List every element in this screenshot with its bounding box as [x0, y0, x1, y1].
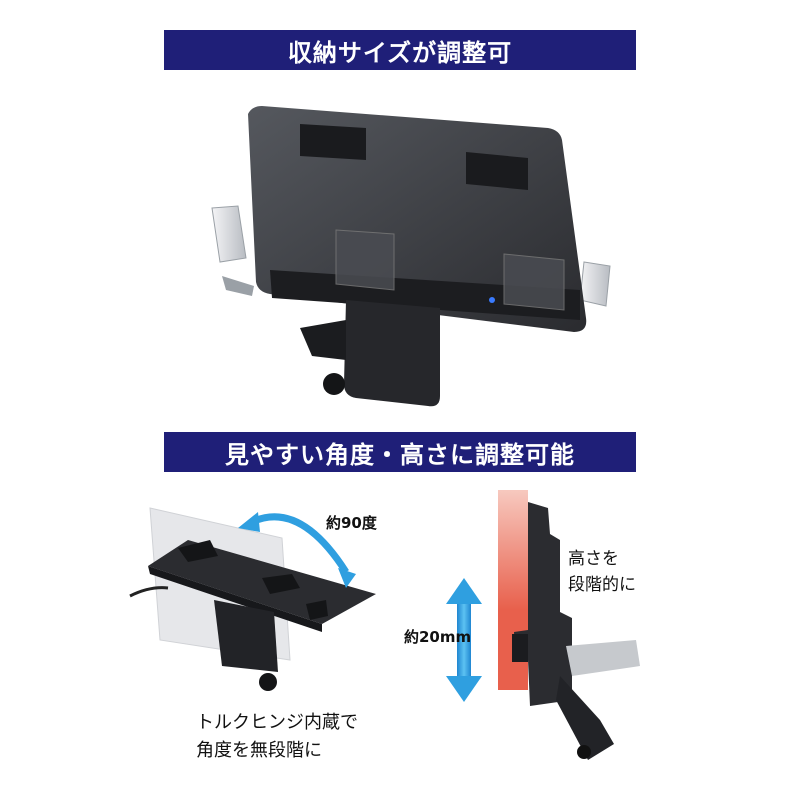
banner-angle-height-adjustable: 見やすい角度・高さに調整可能 — [164, 432, 636, 472]
torque-line2: 角度を無段階に — [196, 740, 322, 761]
holder-angle-view — [129, 507, 376, 691]
holder-top-view — [211, 106, 611, 407]
height-range-label: 約20mm — [404, 628, 472, 646]
banner-size-adjustable: 収納サイズが調整可 — [164, 30, 636, 70]
height-step-line2: 段階的に — [568, 575, 636, 595]
torque-line1: トルクヒンジ内蔵で — [196, 712, 358, 733]
holder-height-view — [446, 490, 640, 760]
height-step-line1: 高さを — [568, 549, 619, 569]
angle-label: 約90度 — [326, 514, 377, 532]
